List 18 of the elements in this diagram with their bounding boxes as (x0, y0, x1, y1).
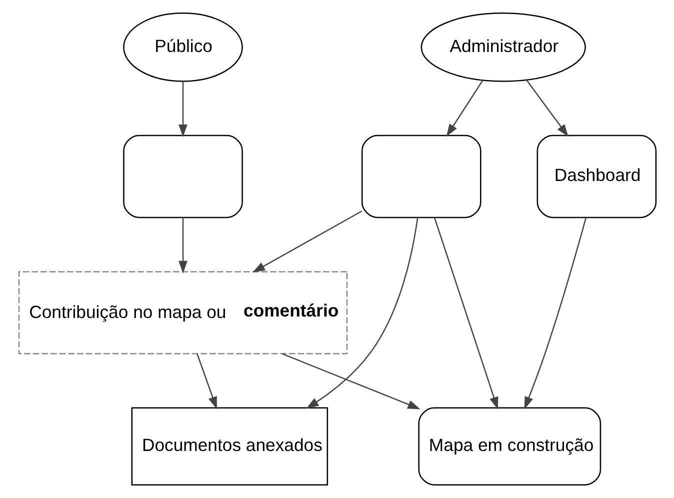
arrow (178, 81, 187, 138)
arrow (306, 218, 418, 409)
arrow (252, 210, 362, 272)
node-box (360, 134, 481, 218)
node-ellipse: Público (122, 12, 242, 82)
node-ellipse: Administrador (420, 12, 586, 82)
arrow (196, 354, 216, 410)
arrow (524, 217, 586, 410)
node-box (122, 134, 242, 218)
arrow (446, 80, 483, 137)
arrow (434, 218, 498, 410)
node-box: Mapa em construção (418, 407, 601, 486)
arrow (178, 218, 187, 274)
node-box: Contribuição no mapa ou comentário (18, 271, 348, 354)
node-box: Documentos anexados (130, 407, 328, 486)
arrow (526, 80, 568, 137)
arrow (282, 353, 420, 410)
node-box: Dashboard (536, 134, 656, 218)
